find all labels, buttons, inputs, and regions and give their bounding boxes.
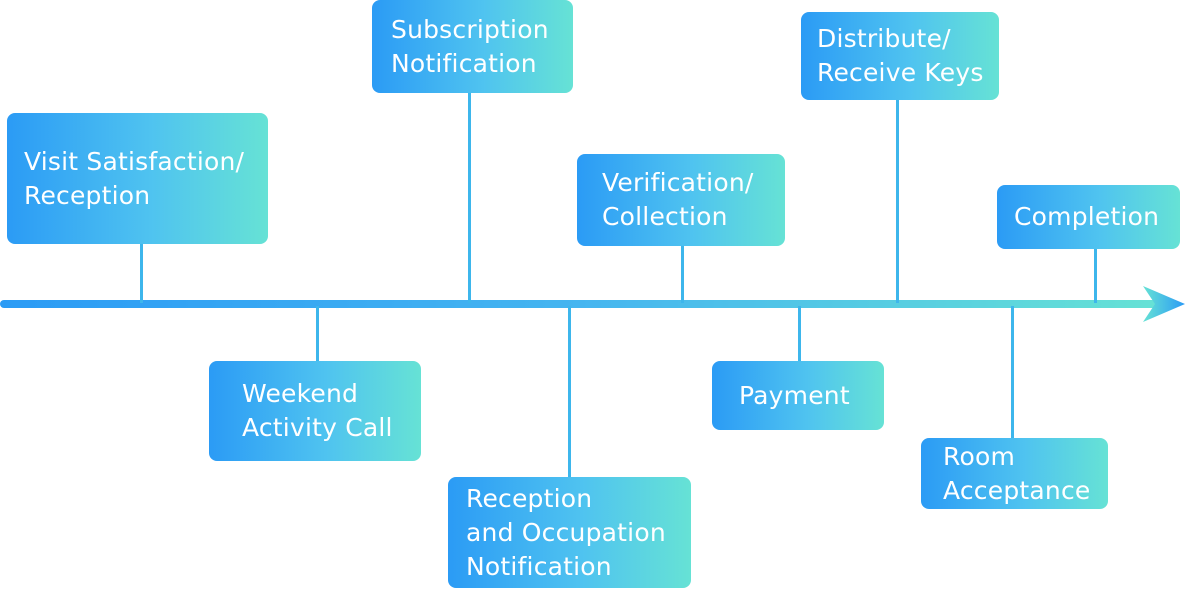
step-payment: Payment: [712, 361, 884, 430]
connector-verification-collection: [681, 245, 684, 303]
arrow-right-icon: [1143, 286, 1185, 322]
step-label: Reception and Occupation Notification: [466, 483, 666, 581]
connector-room-acceptance: [1011, 306, 1014, 439]
step-room-acceptance: Room Acceptance: [921, 438, 1108, 509]
connector-payment: [798, 306, 801, 362]
timeline-axis: [0, 300, 1160, 308]
connector-weekend-activity-call: [316, 306, 319, 362]
step-label: Completion: [1014, 202, 1160, 231]
step-label: Payment: [739, 380, 850, 410]
connector-completion: [1094, 248, 1097, 303]
step-label: Subscription Notification: [391, 14, 549, 78]
step-label: Visit Satisfaction/ Reception: [24, 146, 245, 210]
step-subscription-notification: Subscription Notification: [372, 0, 573, 93]
connector-visit-satisfaction: [140, 243, 143, 303]
step-verification-collection: Verification/ Collection: [577, 154, 785, 246]
connector-distribute-keys: [896, 99, 899, 303]
step-label: Room Acceptance: [943, 441, 1091, 505]
step-distribute-receive-keys: Distribute/ Receive Keys: [801, 12, 999, 100]
step-label: Verification/ Collection: [602, 168, 754, 231]
step-visit-satisfaction-reception: Visit Satisfaction/ Reception: [7, 113, 268, 244]
step-label: Distribute/ Receive Keys: [817, 24, 984, 87]
connector-reception-occupation: [568, 306, 571, 478]
step-weekend-activity-call: Weekend Activity Call: [209, 361, 421, 461]
step-label: Weekend Activity Call: [242, 379, 393, 442]
connector-subscription-notification: [468, 92, 471, 303]
step-reception-occupation-notification: Reception and Occupation Notification: [448, 477, 691, 588]
step-completion: Completion: [997, 185, 1180, 249]
